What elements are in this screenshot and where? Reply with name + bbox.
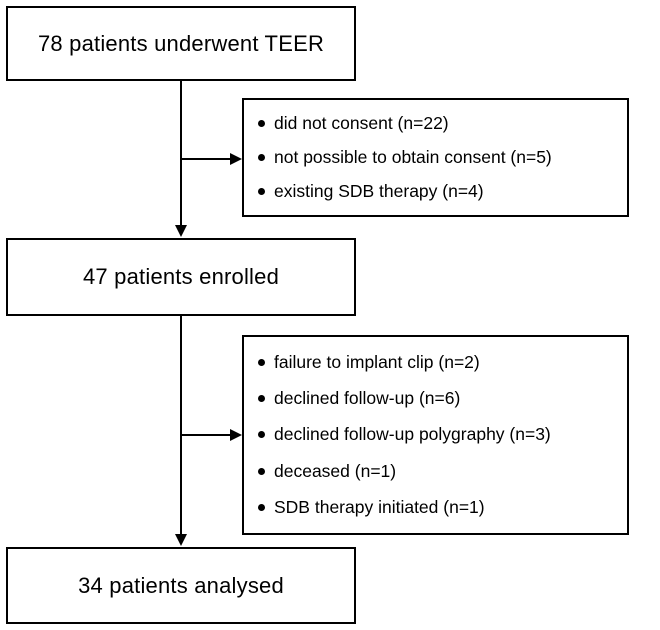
arrowhead-exclusions1 bbox=[230, 153, 242, 165]
exclusion-box-2: failure to implant clip (n=2) declined f… bbox=[242, 335, 629, 535]
bullet-icon bbox=[258, 154, 265, 161]
list-item: deceased (n=1) bbox=[258, 461, 617, 482]
bullet-icon bbox=[258, 359, 265, 367]
bullet-icon bbox=[258, 431, 265, 439]
bullet-icon bbox=[258, 503, 265, 511]
flow-step-label: 78 patients underwent TEER bbox=[37, 30, 325, 56]
exclusion-box-1: did not consent (n=22) not possible to o… bbox=[242, 98, 629, 217]
list-item: did not consent (n=22) bbox=[258, 113, 617, 134]
arrowhead-step3 bbox=[175, 534, 187, 546]
flow-step-underwent-teer: 78 patients underwent TEER bbox=[6, 6, 356, 81]
bullet-icon bbox=[258, 120, 265, 127]
flow-step-analysed: 34 patients analysed bbox=[6, 547, 356, 624]
list-item: declined follow-up polygraphy (n=3) bbox=[258, 424, 617, 445]
arrowhead-exclusions2 bbox=[230, 429, 242, 441]
list-item: SDB therapy initiated (n=1) bbox=[258, 497, 617, 518]
bullet-icon bbox=[258, 467, 265, 475]
list-item: declined follow-up (n=6) bbox=[258, 388, 617, 409]
list-item: failure to implant clip (n=2) bbox=[258, 352, 617, 373]
bullet-icon bbox=[258, 395, 265, 403]
flow-step-enrolled: 47 patients enrolled bbox=[6, 238, 356, 316]
flow-step-label: 34 patients analysed bbox=[78, 572, 284, 598]
flow-step-label: 47 patients enrolled bbox=[82, 264, 280, 289]
exclusion-list-1: did not consent (n=22) not possible to o… bbox=[258, 100, 617, 215]
list-item: existing SDB therapy (n=4) bbox=[258, 181, 617, 202]
exclusion-list-2: failure to implant clip (n=2) declined f… bbox=[258, 337, 617, 533]
list-item: not possible to obtain consent (n=5) bbox=[258, 147, 617, 168]
arrowhead-step2 bbox=[175, 225, 187, 237]
bullet-icon bbox=[258, 188, 265, 195]
